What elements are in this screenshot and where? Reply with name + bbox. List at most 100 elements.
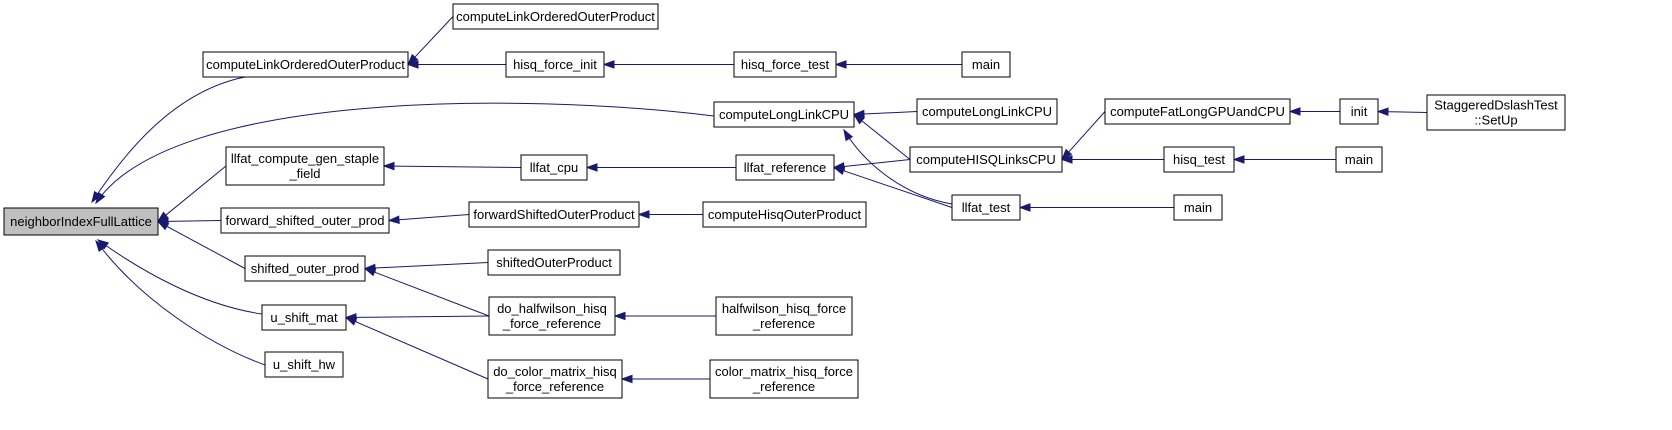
node-hisq-force-init[interactable]: hisq_force_init [506, 52, 604, 77]
node-label: llfat_cpu [530, 160, 578, 175]
edge-n5-to-n4 [836, 61, 962, 68]
node-shifted-outer-prod[interactable]: shifted_outer_prod [245, 256, 365, 281]
edge-n12-to-n11 [384, 163, 521, 170]
node-hisq-force-test[interactable]: hisq_force_test [734, 52, 836, 77]
edge-n23-to-n22 [365, 263, 488, 272]
node-do-halfwilson-hisq-force-reference[interactable]: do_halfwilson_hisq_force_reference [489, 297, 615, 335]
node-hisq-test[interactable]: hisq_test [1164, 147, 1234, 172]
edge-n24-to-n0 [98, 240, 262, 314]
edge-n25-to-n22 [365, 269, 489, 317]
edge-line [355, 321, 488, 379]
edge-n10-to-n9 [1378, 108, 1427, 115]
arrowhead-icon [346, 318, 357, 325]
edge-n15-to-n14 [1062, 156, 1164, 163]
edge-line [1388, 112, 1427, 113]
node-label: u_shift_hw [273, 357, 336, 372]
node-u-shift-mat[interactable]: u_shift_mat [262, 305, 346, 330]
node-label: _reference [752, 379, 815, 394]
node-computefatlonggpuandcpu[interactable]: computeFatLongGPUandCPU [1105, 99, 1290, 124]
edge-n26-to-n25 [615, 312, 716, 319]
edge-line [168, 221, 221, 222]
node-label: computeHisqOuterProduct [708, 207, 862, 222]
node-computehisqouterproduct[interactable]: computeHisqOuterProduct [703, 202, 866, 227]
node-label: llfat_test [962, 200, 1011, 215]
node-label: hisq_force_test [741, 57, 830, 72]
node-label: _reference [752, 316, 815, 331]
edge-line [374, 272, 489, 316]
arrowhead-icon [836, 61, 846, 68]
node-computehisqlinkscpu[interactable]: computeHISQLinksCPU [910, 147, 1062, 172]
arrowhead-icon [1290, 108, 1300, 115]
edge-line [844, 160, 910, 167]
edge-line [394, 166, 521, 167]
edge-n14-to-n13 [834, 160, 910, 171]
edge-n19-to-n18 [639, 211, 703, 218]
edge-n1-to-n0 [92, 77, 245, 202]
node-llfat-cpu[interactable]: llfat_cpu [521, 155, 587, 180]
node-label: _force_reference [502, 316, 601, 331]
arrowhead-icon [365, 269, 376, 276]
node-label: _field [288, 166, 320, 181]
node-staggereddslashtest-setup[interactable]: StaggeredDslashTest::SetUp [1427, 95, 1565, 130]
arrowhead-icon [622, 375, 632, 382]
node-label: forward_shifted_outer_prod [226, 213, 385, 228]
edge-line [375, 263, 488, 269]
node-forward-shifted-outer-prod[interactable]: forward_shifted_outer_prod [221, 208, 389, 233]
node-label: forwardShiftedOuterProduct [473, 207, 635, 222]
node-label: color_matrix_hisq_force [715, 364, 853, 379]
node-computelinkorderedouterproduct[interactable]: computeLinkOrderedOuterProduct [203, 52, 408, 77]
node-computelonglinkcpu[interactable]: computeLongLinkCPU [714, 102, 854, 127]
edge-n11-to-n0 [158, 166, 226, 222]
node-color-matrix-hisq-force-reference[interactable]: color_matrix_hisq_force_reference [710, 360, 858, 398]
edge-n18-to-n17 [389, 215, 469, 224]
edge-line [415, 17, 453, 58]
edge-line [1069, 112, 1105, 153]
node-u-shift-hw[interactable]: u_shift_hw [265, 352, 343, 377]
node-main[interactable]: main [962, 52, 1010, 77]
node-label: computeLongLinkCPU [719, 107, 849, 122]
node-label: computeFatLongGPUandCPU [1110, 104, 1285, 119]
node-label: shifted_outer_prod [251, 261, 359, 276]
node-do-color-matrix-hisq-force-reference[interactable]: do_color_matrix_hisq_force_reference [488, 360, 622, 398]
node-computelonglinkcpu[interactable]: computeLongLinkCPU [917, 99, 1057, 124]
arrowhead-icon [384, 163, 394, 170]
edge-n28-to-n24 [346, 318, 488, 380]
arrowhead-icon [1020, 204, 1030, 211]
edge-line [96, 241, 265, 365]
edge-n29-to-n28 [622, 375, 710, 382]
node-main[interactable]: main [1174, 195, 1222, 220]
node-llfat-reference[interactable]: llfat_reference [736, 155, 834, 180]
node-layer: neighborIndexFullLattice computeLinkOrder… [4, 4, 1565, 398]
edge-line [166, 166, 226, 215]
edge-line [864, 112, 917, 115]
edge-n21-to-n20 [1020, 204, 1174, 211]
node-halfwilson-hisq-force-reference[interactable]: halfwilson_hisq_force_reference [716, 297, 852, 335]
edge-n20-to-n13 [834, 167, 952, 207]
node-label: do_halfwilson_hisq [497, 301, 607, 316]
node-label: llfat_reference [744, 160, 826, 175]
arrowhead-icon [844, 130, 852, 140]
node-computelinkorderedouterproduct[interactable]: computeLinkOrderedOuterProduct [453, 4, 658, 29]
edge-n4-to-n3 [604, 61, 734, 68]
node-init[interactable]: init [1340, 99, 1378, 124]
node-label: do_color_matrix_hisq [493, 364, 617, 379]
node-label: llfat_compute_gen_staple [231, 151, 379, 166]
node-label: hisq_test [1173, 152, 1225, 167]
node-label: neighborIndexFullLattice [10, 214, 152, 229]
node-llfat-test[interactable]: llfat_test [952, 195, 1020, 220]
node-shiftedouterproduct[interactable]: shiftedOuterProduct [488, 250, 620, 275]
arrowhead-icon [604, 61, 614, 68]
node-neighborindexfulllattice[interactable]: neighborIndexFullLattice [4, 208, 158, 235]
arrowhead-icon [639, 211, 649, 218]
edge-n8-to-n14 [1062, 112, 1105, 160]
arrowhead-icon [834, 167, 845, 174]
node-forwardshiftedouterproduct[interactable]: forwardShiftedOuterProduct [469, 202, 639, 227]
edge-line [96, 103, 714, 203]
edge-n3-to-n1 [408, 61, 506, 68]
edge-line [399, 215, 469, 220]
node-main[interactable]: main [1336, 147, 1382, 172]
node-label: u_shift_mat [270, 310, 338, 325]
edge-n25-to-n24 [346, 314, 489, 321]
node-label: computeLongLinkCPU [922, 104, 1052, 119]
node-llfat-compute-gen-staple-field[interactable]: llfat_compute_gen_staple_field [226, 147, 384, 185]
